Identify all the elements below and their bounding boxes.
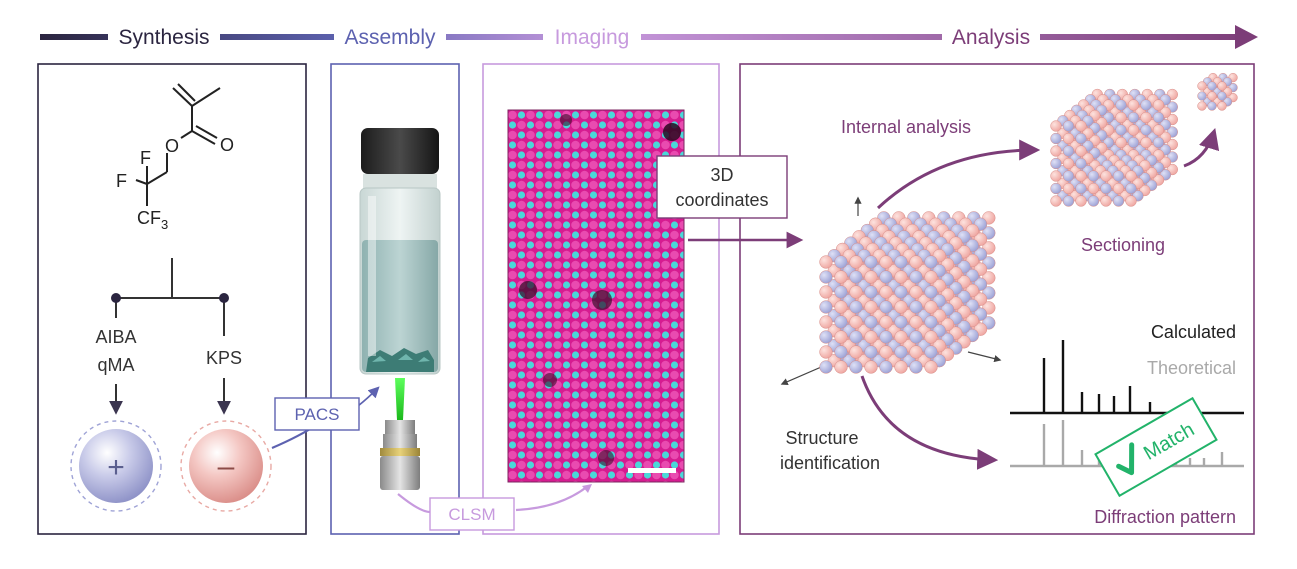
sectioned-cube-icon: [1050, 88, 1178, 207]
atom-cf3: CF3: [137, 208, 168, 232]
calculated-pattern: [1010, 340, 1244, 415]
negative-particle-icon: –: [180, 420, 272, 512]
coordinates-box: [656, 155, 788, 219]
calculated-label: Calculated: [1151, 322, 1236, 342]
structure-label-line1: Structure: [785, 428, 858, 448]
clsm-arrowhead: [582, 484, 592, 493]
structure-identification-arrow: [860, 375, 999, 470]
checkmark-icon: [1116, 442, 1135, 476]
internal-analysis-label: Internal analysis: [841, 117, 971, 137]
initiator-aiba: AIBA: [95, 327, 136, 347]
assembly-panel: [330, 63, 460, 535]
branch-node-left: [111, 293, 121, 303]
initiator-kps: KPS: [206, 348, 242, 368]
clsm-box: [429, 497, 515, 531]
extracted-cluster-icon: [1197, 72, 1238, 111]
internal-analysis-arrow: [876, 139, 1041, 210]
analysis-panel: [739, 63, 1255, 535]
atom-f2: F: [116, 171, 127, 191]
objective-icon: [380, 420, 420, 490]
clsm-label: CLSM: [448, 505, 495, 524]
structure-label-line2: identification: [780, 453, 880, 473]
stage-label-imaging: Imaging: [555, 26, 630, 49]
stage-label-synthesis: Synthesis: [118, 26, 209, 49]
imaging-panel: [482, 63, 720, 535]
extraction-arrow: [1183, 127, 1220, 168]
monomer-structure: [135, 83, 221, 206]
clsm-connector: [397, 485, 589, 514]
synthesis-panel: [37, 63, 307, 535]
negative-sign: –: [218, 450, 235, 483]
branch-node-right: [219, 293, 229, 303]
pacs-box: [274, 397, 360, 431]
coordinates-label-line1: 3D: [710, 165, 733, 185]
synthesis-branch: [109, 258, 231, 415]
crystal-cube-icon: [819, 211, 996, 374]
pacs-arrow: [357, 386, 380, 407]
atom-o-carbonyl: O: [220, 135, 234, 155]
atom-o-ester: O: [165, 136, 179, 156]
positive-particle-icon: +: [70, 420, 162, 512]
sectioning-label: Sectioning: [1081, 235, 1165, 255]
atom-f1: F: [140, 148, 151, 168]
confocal-micrograph: [507, 109, 685, 483]
pacs-label: PACS: [294, 405, 339, 424]
stage-arrow: Synthesis Assembly Imaging Analysis: [40, 24, 1258, 50]
laser-beam: [395, 378, 405, 420]
stage-label-assembly: Assembly: [344, 26, 436, 49]
theoretical-label: Theoretical: [1147, 358, 1236, 378]
scale-bar: [628, 468, 676, 473]
vial-icon: [359, 128, 441, 375]
stage-label-analysis: Analysis: [952, 26, 1030, 49]
positive-sign: +: [107, 451, 125, 484]
coordinates-label-line2: coordinates: [675, 190, 768, 210]
diffraction-pattern-label: Diffraction pattern: [1094, 507, 1236, 527]
initiator-qma: qMA: [97, 355, 134, 375]
